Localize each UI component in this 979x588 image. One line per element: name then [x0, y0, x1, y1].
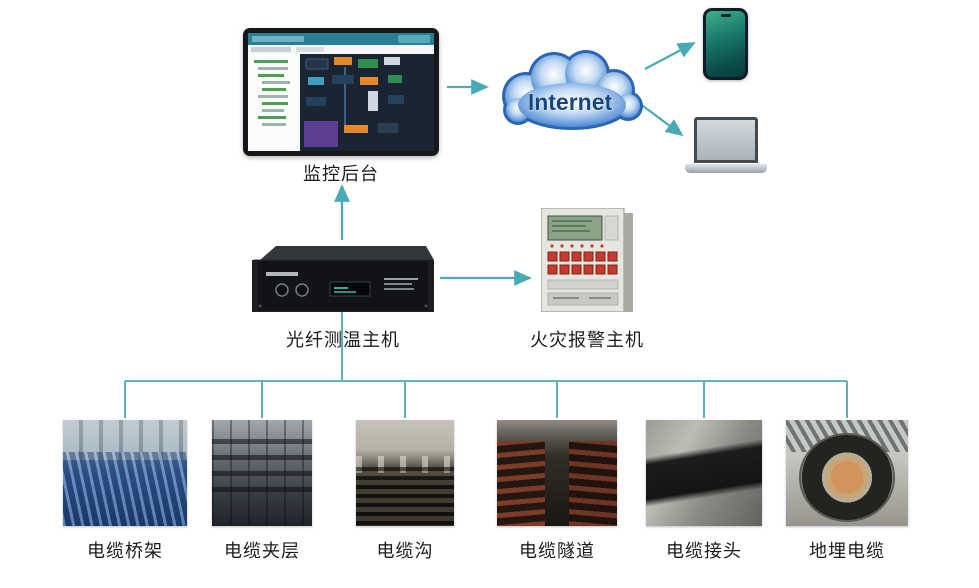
laptop-base	[685, 164, 767, 173]
cable-tunnel-photo	[497, 420, 617, 526]
cable-trench-photo	[356, 420, 454, 526]
monitor-label: 监控后台	[303, 164, 379, 184]
buried-cable-photo	[786, 420, 908, 526]
fiber-host-label: 光纤测温主机	[286, 330, 400, 350]
fire-alarm-buttons	[547, 251, 618, 275]
bus-branch-drops	[124, 381, 848, 418]
scene-label: 电缆夹层	[224, 541, 300, 561]
scene-cable-trench: 电缆沟	[356, 420, 454, 563]
scene-label: 电缆接头	[666, 541, 742, 561]
monitor-display	[243, 28, 439, 156]
phone-screen	[706, 11, 745, 77]
laptop-screen	[694, 117, 758, 163]
smartphone	[703, 8, 748, 80]
cable-joint-photo	[646, 420, 762, 526]
fiber-port-icon	[295, 283, 309, 297]
scene-label: 电缆沟	[376, 541, 434, 561]
scene-label: 电缆桥架	[87, 541, 163, 561]
cloud-body	[505, 53, 640, 127]
internet-cloud: Internet	[492, 46, 648, 137]
laptop	[685, 117, 767, 173]
scene-label: 电缆隧道	[519, 541, 595, 561]
internet-label: Internet	[528, 89, 613, 115]
cable-tray-photo	[63, 420, 187, 526]
scene-buried-cable: 地埋电缆	[786, 420, 908, 563]
cable-mezzanine-photo	[212, 420, 312, 526]
arrow-internet-to-phone	[644, 42, 696, 70]
scene-cable-tunnel: 电缆隧道	[497, 420, 617, 563]
fiber-host-device	[251, 246, 435, 317]
scene-cable-joint: 电缆接头	[646, 420, 762, 563]
fire-alarm-device	[540, 207, 633, 317]
scene-label: 地埋电缆	[809, 541, 885, 561]
monitor-screen	[248, 33, 434, 151]
scene-cable-mezzanine: 电缆夹层	[212, 420, 312, 563]
fire-alarm-label: 火灾报警主机	[530, 330, 644, 350]
fiber-port-icon	[275, 283, 289, 297]
scene-cable-tray: 电缆桥架	[63, 420, 187, 563]
fire-alarm-lcd	[547, 215, 603, 241]
